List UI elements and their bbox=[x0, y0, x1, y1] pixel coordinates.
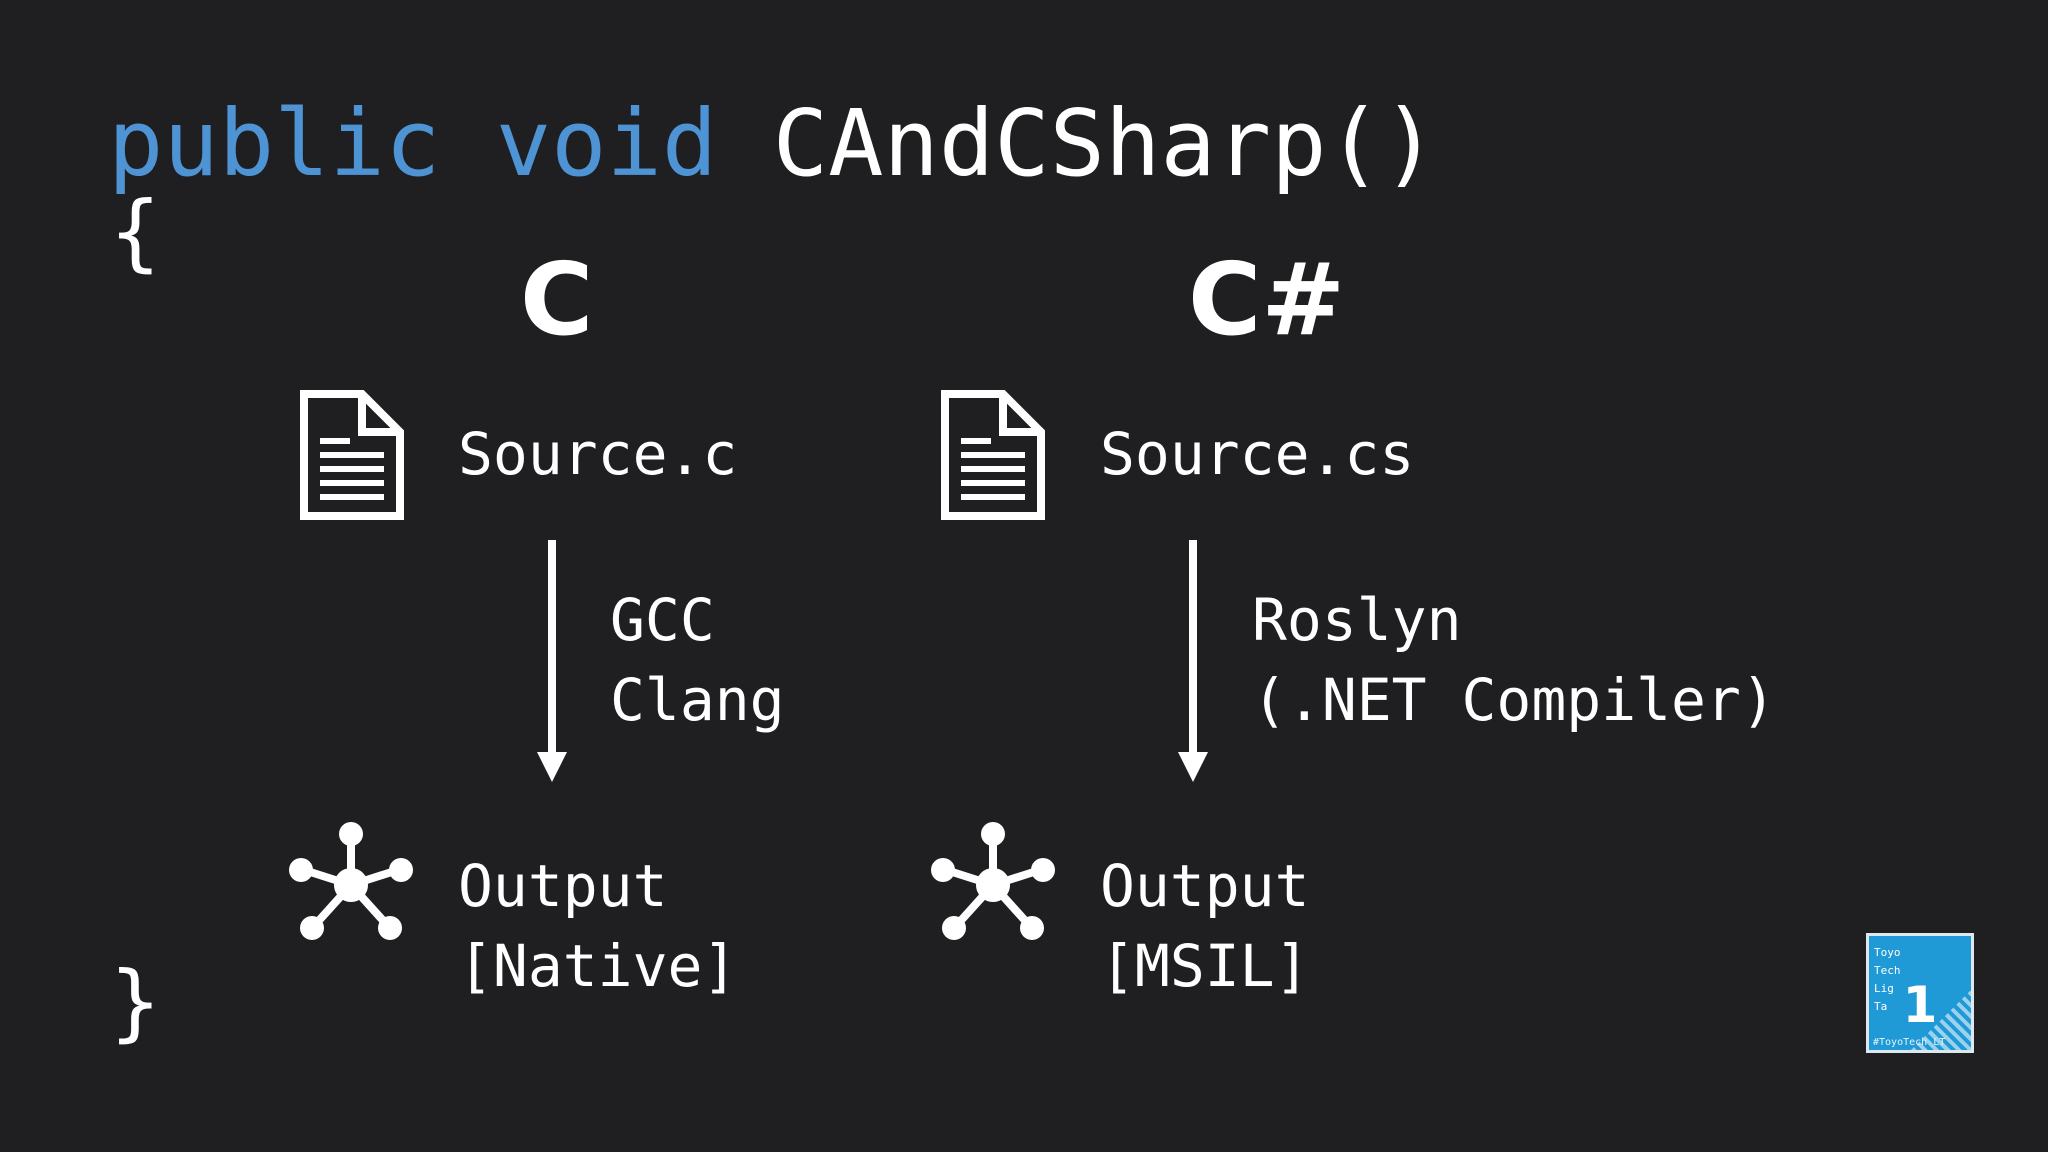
badge-line: Lig bbox=[1874, 982, 1894, 995]
network-node-icon bbox=[930, 822, 1056, 944]
document-icon bbox=[300, 390, 404, 520]
output-type-msil: [MSIL] bbox=[1100, 932, 1310, 1001]
compiler-gcc: GCC bbox=[610, 586, 715, 654]
output-title-csharp: Output bbox=[1100, 852, 1310, 920]
badge-hashtag: #ToyoTech LT bbox=[1873, 1037, 1946, 1048]
output-type-native: [Native] bbox=[458, 932, 738, 1001]
document-icon bbox=[941, 390, 1045, 520]
output-labels-csharp: Output [MSIL] bbox=[1100, 846, 1310, 1006]
compiler-clang: Clang bbox=[610, 666, 785, 735]
output-title-c: Output bbox=[458, 852, 668, 920]
source-file-csharp: Source.cs bbox=[1100, 420, 1415, 488]
method-name: CAndCSharp() bbox=[772, 90, 1438, 197]
badge-number: 1 bbox=[1902, 976, 1938, 1034]
badge-line: Toyo bbox=[1874, 946, 1901, 959]
badge-line: Ta bbox=[1874, 1000, 1888, 1013]
network-node-icon bbox=[288, 822, 414, 944]
column-title-csharp: C# bbox=[1188, 241, 1346, 358]
down-arrow-icon bbox=[1176, 540, 1210, 782]
compiler-labels-csharp: Roslyn (.NET Compiler) bbox=[1252, 580, 1776, 740]
down-arrow-icon bbox=[535, 540, 569, 782]
compiler-labels-c: GCC Clang bbox=[610, 580, 785, 740]
source-file-c: Source.c bbox=[458, 420, 738, 488]
keyword-void: void bbox=[495, 90, 718, 197]
compiler-roslyn: Roslyn bbox=[1252, 586, 1462, 654]
open-brace: { bbox=[110, 183, 161, 281]
method-signature: public void CAndCSharp() bbox=[108, 98, 1437, 190]
compiler-dotnet: (.NET Compiler) bbox=[1252, 666, 1776, 735]
keyword-public: public bbox=[108, 90, 441, 197]
close-brace: } bbox=[110, 953, 161, 1051]
badge-line: Tech bbox=[1874, 964, 1901, 977]
output-labels-c: Output [Native] bbox=[458, 846, 737, 1006]
event-badge: Toyo Tech Lig Ta 1 #ToyoTech LT bbox=[1866, 933, 1974, 1053]
column-title-c: C bbox=[520, 241, 594, 358]
